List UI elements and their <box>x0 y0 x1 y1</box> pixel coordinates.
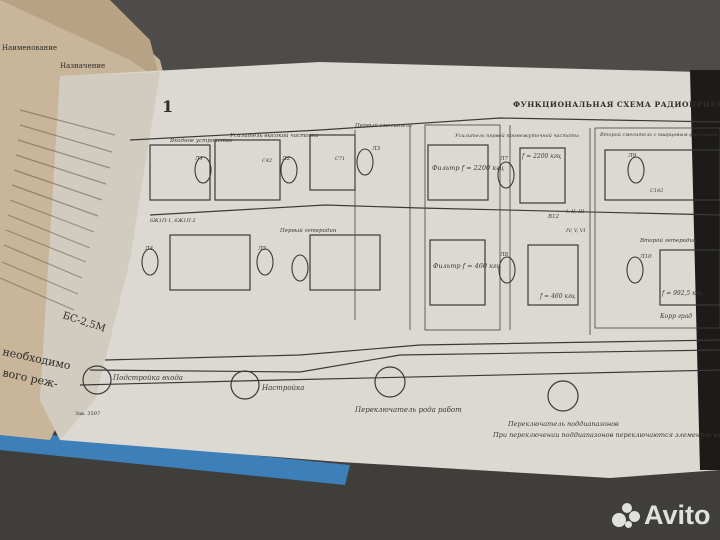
svg-text:f = 2200 кгц: f = 2200 кгц <box>521 153 561 160</box>
svg-text:Переключатель поддиапазонов: Переключатель поддиапазонов <box>507 420 619 428</box>
control-knobs: Подстройка входа Настройка Переключатель… <box>75 365 720 439</box>
svg-text:Л7: Л7 <box>499 156 509 162</box>
svg-text:Первый гетеродин: Первый гетеродин <box>279 228 337 234</box>
svg-text:С182: С182 <box>650 188 663 194</box>
svg-text:Первый смеситель: Первый смеситель <box>354 123 412 129</box>
svg-text:Настройка: Настройка <box>261 384 304 392</box>
svg-text:Второй гетеродин: Второй гетеродин <box>639 238 697 244</box>
avito-watermark: Avito <box>612 500 711 531</box>
svg-text:Назначение: Назначение <box>60 62 105 70</box>
svg-text:Фильтр f = 460 кгц: Фильтр f = 460 кгц <box>433 262 501 270</box>
svg-text:Л10: Л10 <box>639 254 652 260</box>
svg-text:IV, V, VI: IV, V, VI <box>565 228 586 234</box>
svg-text:Л9: Л9 <box>627 153 637 159</box>
svg-text:При переключении поддиапазонов: При переключении поддиапазонов переключа… <box>492 431 720 439</box>
svg-text:Л4: Л4 <box>144 246 154 252</box>
book-cover <box>0 430 350 485</box>
svg-text:С71: С71 <box>335 156 345 162</box>
svg-text:В12: В12 <box>547 214 560 220</box>
svg-text:Усилитель высокой частоты: Усилитель высокой частоты <box>230 133 319 139</box>
svg-text:Второй смеситель с кварцевым ф: Второй смеситель с кварцевым фильтром <box>599 131 717 138</box>
svg-text:Усилитель первой промежуточной: Усилитель первой промежуточной частоты <box>455 133 579 139</box>
svg-text:Л5: Л5 <box>257 246 267 252</box>
svg-text:f = 992,5 кгц: f = 992,5 кгц <box>661 290 703 297</box>
page-number: 1 <box>162 97 173 116</box>
diagram-title: ФУНКЦИОНАЛЬНАЯ СХЕМА РАДИОПРИЕМНИКА Р-3 <box>513 100 720 109</box>
svg-text:С42: С42 <box>262 158 272 164</box>
svg-text:Наименование: Наименование <box>2 44 57 52</box>
avito-brand: Avito <box>644 500 711 530</box>
svg-text:Л3: Л3 <box>371 146 381 152</box>
circuit-diagram: Входное устройство Усилитель высокой час… <box>79 117 720 386</box>
svg-text:Фильтр f = 2200 кгц: Фильтр f = 2200 кгц <box>432 164 504 172</box>
avito-logo-icon <box>612 502 640 529</box>
svg-text:Л2: Л2 <box>281 156 291 162</box>
svg-text:Л1: Л1 <box>194 156 203 162</box>
svg-text:Входное устройство: Входное устройство <box>169 138 233 144</box>
svg-text:Л8: Л8 <box>499 252 509 258</box>
svg-text:Корр град: Корр град <box>659 313 692 320</box>
svg-text:Переключатель рода работ: Переключатель рода работ <box>354 406 462 414</box>
svg-text:f = 460 кгц: f = 460 кгц <box>539 293 575 300</box>
svg-text:I, II, III: I, II, III <box>565 209 585 215</box>
print-order: Зак. 3597 <box>75 411 100 417</box>
svg-text:6Ж1П-1, 6Ж1П-2: 6Ж1П-1, 6Ж1П-2 <box>150 218 196 224</box>
svg-text:Подстройка входа: Подстройка входа <box>112 374 183 382</box>
